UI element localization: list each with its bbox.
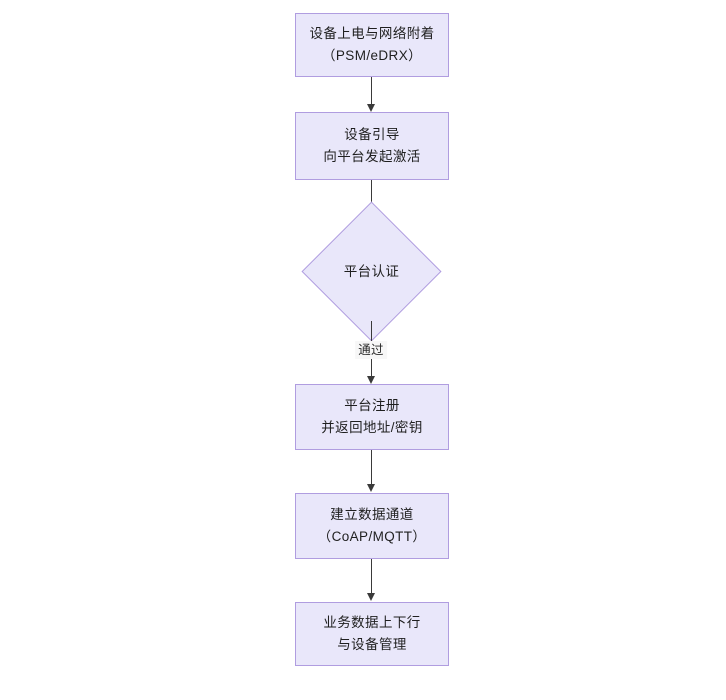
flow-node-platform-auth-decision[interactable]: 平台认证 [301,201,442,342]
flow-node-device-bootstrap[interactable]: 设备引导 向平台发起激活 [295,112,449,180]
flow-node-line: 设备引导 [344,127,400,142]
arrow-head-icon [366,484,375,492]
edge-line [371,77,373,105]
flow-node-line: 业务数据上下行 [323,615,421,630]
flow-node-line: 向平台发起激活 [323,149,421,164]
flow-node-platform-register[interactable]: 平台注册 并返回地址/密钥 [295,384,449,450]
edge-line [371,180,373,214]
arrow-head-icon [366,104,375,112]
flow-node-line: （CoAP/MQTT） [317,529,427,544]
flow-node-line: 建立数据通道 [330,507,414,522]
flow-node-line: 平台注册 [344,398,400,413]
edge-line [371,450,373,485]
flow-node-line: 平台认证 [343,263,400,279]
arrow-head-icon [366,376,375,384]
flow-node-data-channel[interactable]: 建立数据通道 （CoAP/MQTT） [295,493,449,559]
arrow-head-icon [366,593,375,601]
flow-edge-label-pass: 通过 [355,341,387,359]
flow-node-business-data[interactable]: 业务数据上下行 与设备管理 [295,602,449,666]
flow-node-line: 与设备管理 [337,637,407,652]
flow-node-line: （PSM/eDRX） [321,48,423,63]
flow-node-line: 设备上电与网络附着 [309,26,435,41]
flow-node-line: 并返回地址/密钥 [321,420,423,435]
edge-line [371,559,373,594]
flow-node-device-power-on[interactable]: 设备上电与网络附着 （PSM/eDRX） [295,13,449,77]
